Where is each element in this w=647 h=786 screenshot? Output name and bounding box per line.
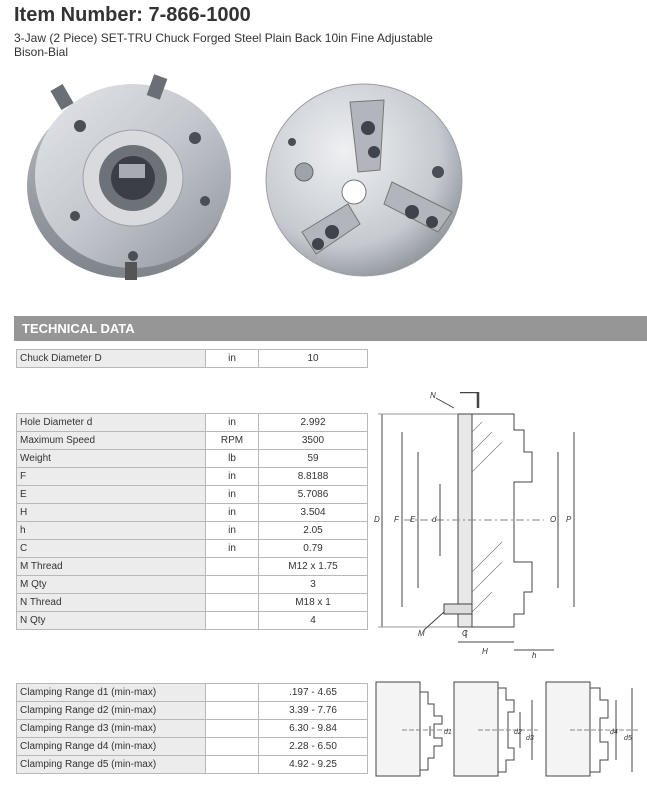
- table-row: N Qty 4: [16, 611, 368, 630]
- clamping-value: 3.39 - 7.76: [258, 701, 368, 720]
- spec-value: 10: [258, 349, 368, 368]
- item-description: 3-Jaw (2 Piece) SET-TRU Chuck Forged Ste…: [14, 31, 433, 59]
- spec-unit: in: [205, 349, 259, 368]
- spec-unit: [205, 557, 259, 576]
- clamping-diagrams: d1 d2 d3 d4 d5: [375, 681, 638, 777]
- table-row: Chuck Diameter D in 10: [16, 349, 368, 368]
- spec-value: M12 x 1.75: [258, 557, 368, 576]
- spec-label: C: [16, 539, 206, 558]
- spec-unit: in: [205, 539, 259, 558]
- spec-unit: [205, 575, 259, 594]
- table-row: Clamping Range d3 (min-max) 6.30 - 9.84: [16, 719, 368, 738]
- label-d2: d2: [514, 729, 522, 736]
- spec-unit: [205, 611, 259, 630]
- spec-label: Hole Diameter d: [16, 413, 206, 432]
- clamping-label: Clamping Range d2 (min-max): [16, 701, 206, 720]
- label-N: N: [430, 392, 436, 400]
- table-row: N Thread M18 x 1: [16, 593, 368, 612]
- spec-label: N Qty: [16, 611, 206, 630]
- spec-label: M Thread: [16, 557, 206, 576]
- label-F: F: [394, 515, 400, 524]
- table-row: M Qty 3: [16, 575, 368, 594]
- table-row: Clamping Range d2 (min-max) 3.39 - 7.76: [16, 701, 368, 720]
- label-O: O: [550, 515, 556, 524]
- table-row: Clamping Range d4 (min-max) 2.28 - 6.50: [16, 737, 368, 756]
- spec-value: 2.05: [258, 521, 368, 540]
- label-h: h: [532, 651, 537, 658]
- section-header: TECHNICAL DATA: [14, 316, 647, 341]
- clamping-value: 2.28 - 6.50: [258, 737, 368, 756]
- label-C: C: [462, 629, 468, 638]
- spec-value: 0.79: [258, 539, 368, 558]
- clamping-label: Clamping Range d5 (min-max): [16, 755, 206, 774]
- spec-unit: in: [205, 485, 259, 504]
- spec-value: 4: [258, 611, 368, 630]
- spec-unit: lb: [205, 449, 259, 468]
- spec-value: 3: [258, 575, 368, 594]
- label-d: d: [432, 515, 437, 524]
- clamping-value: .197 - 4.65: [258, 683, 368, 702]
- chuck-photo-side: [27, 74, 231, 280]
- spec-label: h: [16, 521, 206, 540]
- spec-unit: in: [205, 467, 259, 486]
- label-H: H: [482, 647, 488, 656]
- clamping-label: Clamping Range d3 (min-max): [16, 719, 206, 738]
- label-d4: d4: [610, 729, 618, 736]
- spec-label: F: [16, 467, 206, 486]
- spec-value: 59: [258, 449, 368, 468]
- spec-value: 3.504: [258, 503, 368, 522]
- table-row: Clamping Range d1 (min-max) .197 - 4.65: [16, 683, 368, 702]
- table-row: M Thread M12 x 1.75: [16, 557, 368, 576]
- table-row: Clamping Range d5 (min-max) 4.92 - 9.25: [16, 755, 368, 774]
- label-P: P: [566, 515, 572, 524]
- spec-value: M18 x 1: [258, 593, 368, 612]
- spec-label: E: [16, 485, 206, 504]
- label-d1: d1: [444, 729, 452, 736]
- spec-value: 3500: [258, 431, 368, 450]
- label-d5: d5: [624, 735, 632, 742]
- spec-unit: [205, 593, 259, 612]
- chuck-photo-front: [265, 83, 463, 277]
- spec-label: M Qty: [16, 575, 206, 594]
- spec-unit: RPM: [205, 431, 259, 450]
- spec-label: Weight: [16, 449, 206, 468]
- item-title: Item Number: 7-866-1000: [14, 4, 251, 26]
- spec-label: Chuck Diameter D: [16, 349, 206, 368]
- chuck-diameter-table: Chuck Diameter D in 10: [16, 349, 368, 368]
- spec-value: 8.8188: [258, 467, 368, 486]
- clamping-value: 6.30 - 9.84: [258, 719, 368, 738]
- clamping-label: Clamping Range d4 (min-max): [16, 737, 206, 756]
- spec-value: 2.992: [258, 413, 368, 432]
- label-d3: d3: [526, 735, 534, 742]
- dimension-drawing: N D F E d O P M C H h: [374, 392, 575, 658]
- spec-label: H: [16, 503, 206, 522]
- spec-unit: in: [205, 521, 259, 540]
- spec-value: 5.7086: [258, 485, 368, 504]
- label-M: M: [418, 629, 425, 638]
- clamping-table: Clamping Range d1 (min-max) .197 - 4.65 C…: [16, 683, 368, 774]
- clamping-label: Clamping Range d1 (min-max): [16, 683, 206, 702]
- spec-unit: in: [205, 503, 259, 522]
- clamping-value: 4.92 - 9.25: [258, 755, 368, 774]
- spec-label: Maximum Speed: [16, 431, 206, 450]
- spec-label: N Thread: [16, 593, 206, 612]
- label-D: D: [374, 515, 380, 524]
- spec-unit: in: [205, 413, 259, 432]
- label-E: E: [410, 515, 416, 524]
